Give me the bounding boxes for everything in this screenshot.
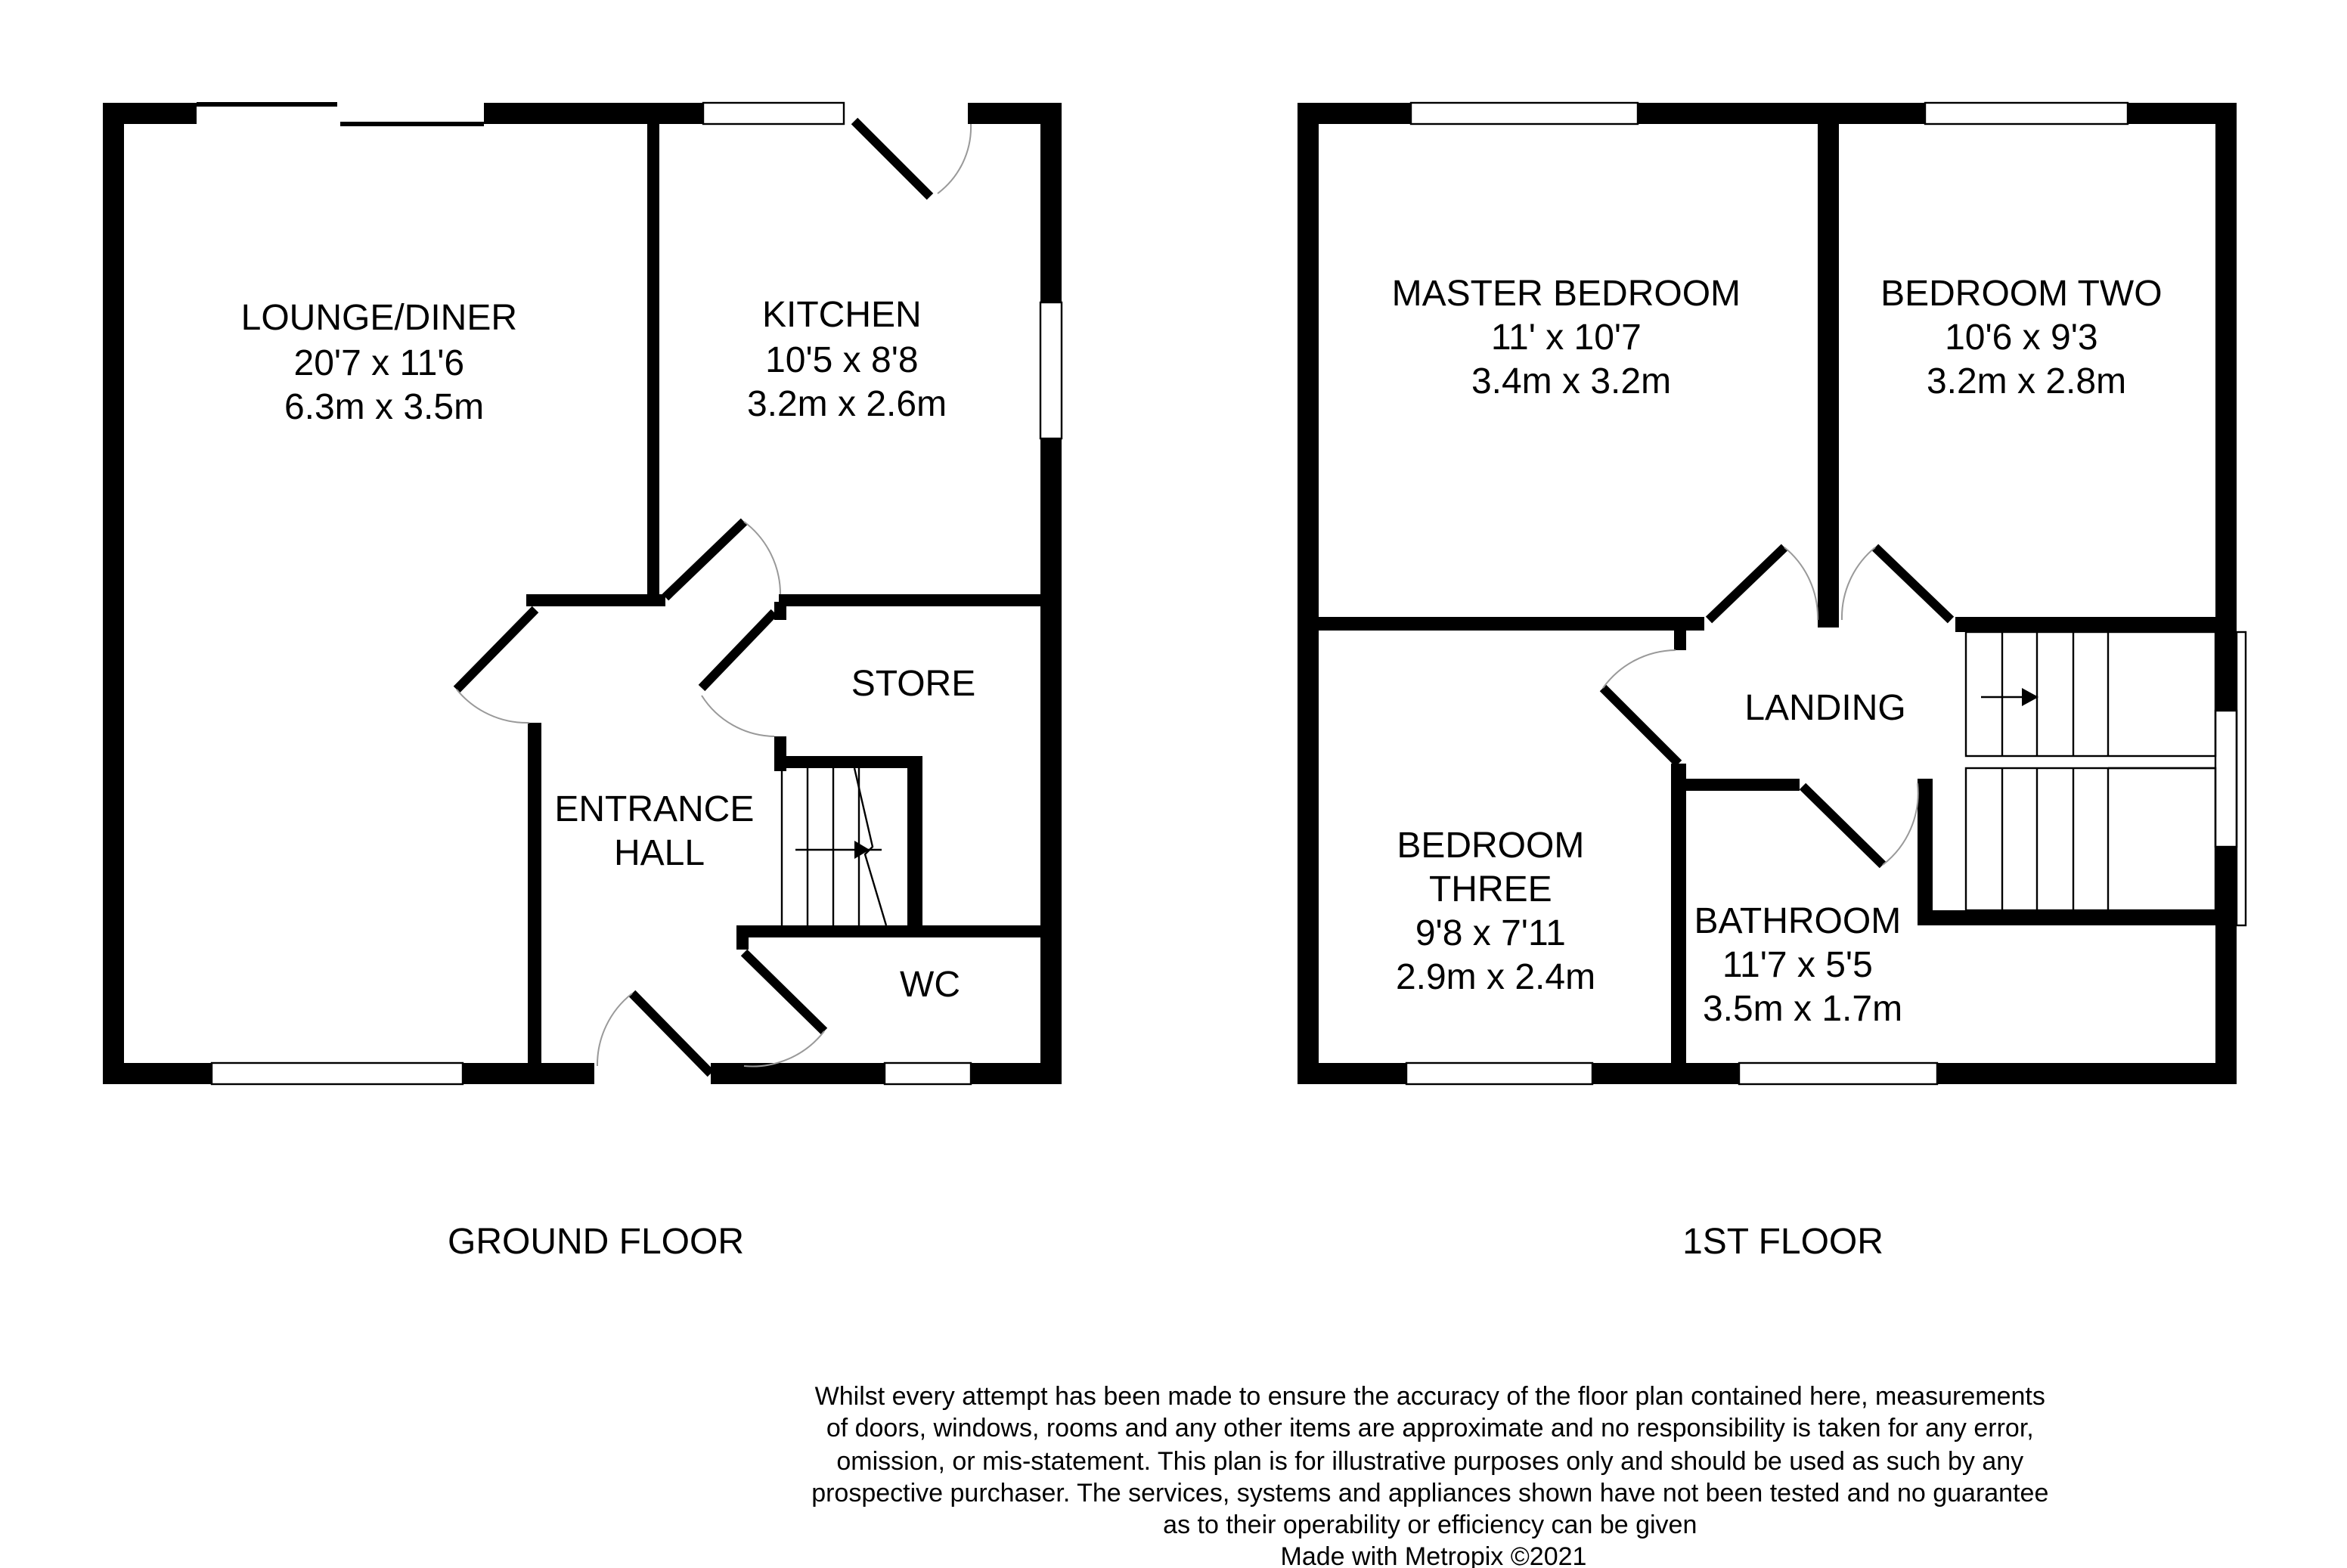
room-label-wc: WC bbox=[900, 965, 960, 1005]
room-label-bedroom-two: BEDROOM TWO 10'6 x 9'3 3.2m x 2.8m bbox=[1880, 274, 2172, 401]
staircase bbox=[780, 767, 888, 926]
window bbox=[1409, 101, 1639, 126]
window bbox=[1738, 1061, 1939, 1086]
window bbox=[1039, 301, 1063, 440]
room-label-master-bedroom: MASTER BEDROOM 11' x 10'7 3.4m x 3.2m bbox=[1392, 274, 1751, 401]
window bbox=[2214, 709, 2238, 848]
room-label-lounge-diner: LOUNGE/DINER 20'7 x 11'6 6.3m x 3.5m bbox=[241, 298, 528, 427]
room-label-bedroom-three: BEDROOM THREE 9'8 x 7'11 2.9m x 2.4m bbox=[1396, 826, 1595, 997]
floor-label-ground: GROUND FLOOR bbox=[448, 1222, 744, 1262]
window bbox=[702, 101, 845, 126]
doors bbox=[453, 117, 972, 1077]
first-floor-plan: MASTER BEDROOM 11' x 10'7 3.4m x 3.2m BE… bbox=[1298, 101, 2247, 1262]
room-label-entrance-hall: ENTRANCE HALL bbox=[554, 789, 764, 873]
disclaimer-text: Whilst every attempt has been made to en… bbox=[811, 1382, 2056, 1568]
floor-label-first: 1ST FLOOR bbox=[1682, 1222, 1883, 1262]
room-label-bathroom: BATHROOM 11'7 x 5'5 3.5m x 1.7m bbox=[1694, 901, 1911, 1029]
window bbox=[1924, 101, 2129, 126]
room-label-landing: LANDING bbox=[1744, 688, 1905, 728]
window bbox=[883, 1061, 972, 1086]
window bbox=[1405, 1061, 1594, 1086]
room-label-store: STORE bbox=[851, 664, 975, 704]
ground-floor-plan: LOUNGE/DINER 20'7 x 11'6 6.3m x 3.5m KIT… bbox=[103, 101, 1063, 1262]
doors bbox=[1599, 544, 1955, 869]
room-label-kitchen: KITCHEN 10'5 x 8'8 3.2m x 2.6m bbox=[747, 295, 947, 424]
window bbox=[210, 1061, 464, 1086]
staircase bbox=[1964, 631, 2217, 912]
